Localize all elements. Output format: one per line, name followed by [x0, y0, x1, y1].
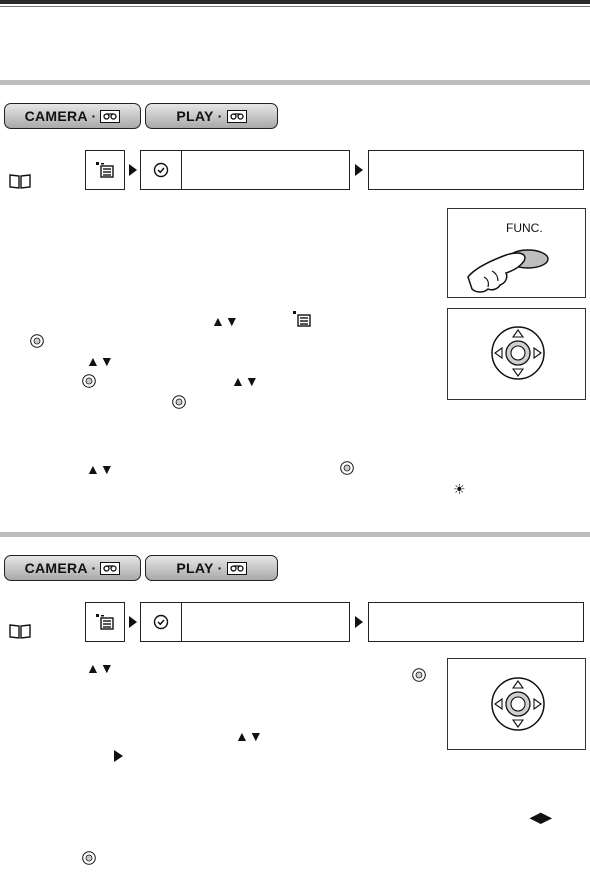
play-mode-badge: PLAY ·: [145, 103, 278, 129]
sun-icon: ☀: [453, 481, 466, 497]
joystick-panel: [447, 658, 586, 750]
left-right-arrows-icon: ◀▶: [530, 809, 552, 825]
menu-list-icon: [293, 311, 311, 327]
camera-mode-label: CAMERA ·: [24, 560, 97, 576]
settings-flow-box: [140, 602, 350, 642]
menu-flow-box: [85, 602, 125, 642]
func-button-panel: FUNC.: [447, 208, 586, 298]
hand-pressing-button-icon: [467, 249, 549, 293]
right-arrow-icon: [114, 750, 123, 762]
section-divider-1: [0, 80, 590, 85]
up-down-arrows-icon: ▲▼: [86, 353, 114, 369]
section-divider-2: [0, 532, 590, 537]
flow-arrow-icon: [355, 164, 363, 176]
check-circle-icon: [153, 162, 169, 178]
joystick-icon: [82, 374, 96, 388]
flow-arrow-icon: [129, 616, 137, 628]
tape-icon: [100, 561, 121, 575]
joystick-icon: [82, 851, 96, 865]
joystick-icon: [491, 326, 545, 380]
menu-flow-box: [85, 150, 125, 190]
option-flow-box: [368, 602, 584, 642]
menu-list-icon: [96, 162, 114, 178]
tape-icon: [100, 109, 121, 123]
check-circle-icon: [153, 614, 169, 630]
play-mode-label: PLAY ·: [176, 108, 223, 124]
joystick-icon: [340, 461, 354, 475]
up-down-arrows-icon: ▲▼: [211, 313, 239, 329]
flow-arrow-icon: [129, 164, 137, 176]
play-mode-label: PLAY ·: [176, 560, 223, 576]
up-down-arrows-icon: ▲▼: [231, 373, 259, 389]
joystick-panel: [447, 308, 586, 400]
book-reference-icon: [9, 624, 31, 639]
joystick-icon: [412, 668, 426, 682]
top-rule-thin: [0, 6, 590, 7]
settings-flow-box: [140, 150, 350, 190]
up-down-arrows-icon: ▲▼: [86, 660, 114, 676]
tape-icon: [226, 109, 247, 123]
joystick-icon: [30, 334, 44, 348]
play-mode-badge: PLAY ·: [145, 555, 278, 581]
camera-mode-badge: CAMERA ·: [4, 555, 141, 581]
joystick-icon: [491, 677, 545, 731]
func-button-label: FUNC.: [506, 221, 543, 235]
camera-mode-badge: CAMERA ·: [4, 103, 141, 129]
up-down-arrows-icon: ▲▼: [86, 461, 114, 477]
book-reference-icon: [9, 174, 31, 189]
camera-mode-label: CAMERA ·: [24, 108, 97, 124]
joystick-icon: [172, 395, 186, 409]
top-rule: [0, 0, 590, 4]
tape-icon: [226, 561, 247, 575]
flow-arrow-icon: [355, 616, 363, 628]
option-flow-box: [368, 150, 584, 190]
menu-list-icon: [96, 614, 114, 630]
up-down-arrows-icon: ▲▼: [235, 728, 263, 744]
